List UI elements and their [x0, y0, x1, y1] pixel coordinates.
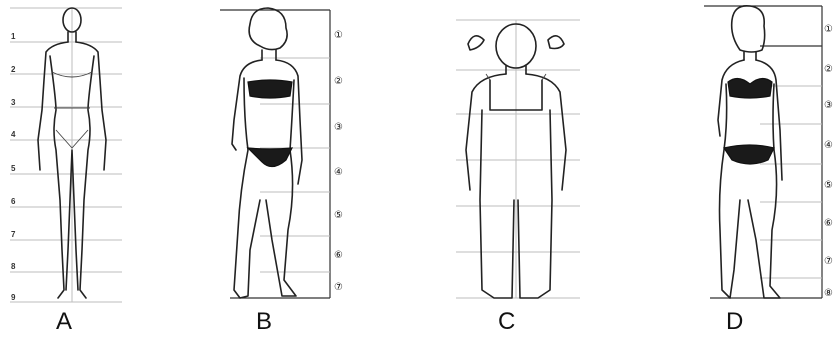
figure-label-a: A	[56, 308, 72, 336]
row-number: ⑦	[334, 282, 343, 293]
row-number: ③	[824, 100, 833, 111]
row-number: ③	[334, 122, 343, 133]
row-number: 2	[11, 65, 16, 74]
row-number: 8	[11, 262, 16, 271]
figure-outline	[718, 6, 782, 298]
figure-panel-c: C	[450, 0, 590, 338]
row-number: 1	[11, 32, 16, 41]
row-numbers: ① ② ③ ④ ⑤ ⑥ ⑦	[334, 30, 343, 293]
row-number: ⑥	[824, 218, 833, 229]
row-number: ⑧	[824, 288, 833, 299]
row-number: ⑤	[824, 180, 833, 191]
figure-panel-b: ① ② ③ ④ ⑤ ⑥ ⑦ B	[210, 0, 370, 338]
row-number: ②	[824, 64, 833, 75]
child-overalls-drawing	[450, 0, 590, 338]
figure-label-b: B	[256, 308, 272, 336]
grid-lines	[456, 20, 580, 298]
row-number: 4	[11, 130, 16, 139]
woman-swimsuit-drawing: ① ② ③ ④ ⑤ ⑥ ⑦ ⑧	[690, 0, 835, 338]
row-number: 3	[11, 98, 16, 107]
row-number: ⑤	[334, 210, 343, 221]
row-number: 9	[11, 293, 16, 302]
row-number: 7	[11, 230, 16, 239]
figure-label-c: C	[498, 308, 515, 336]
row-numbers: ① ② ③ ④ ⑤ ⑥ ⑦ ⑧	[824, 24, 833, 299]
row-number: ④	[334, 167, 343, 178]
figure-panel-a: 1 2 3 4 5 6 7 8 9 A	[0, 0, 130, 338]
row-number: ①	[824, 24, 833, 35]
figure-outline	[232, 8, 302, 298]
row-number: ②	[334, 76, 343, 87]
fashion-proportion-drawing: 1 2 3 4 5 6 7 8 9	[0, 0, 130, 338]
figure-label-d: D	[726, 308, 743, 336]
row-number: ⑥	[334, 250, 343, 261]
row-number: ④	[824, 140, 833, 151]
row-numbers: 1 2 3 4 5 6 7 8 9	[11, 32, 16, 302]
row-number: ⑦	[824, 256, 833, 267]
row-number: 6	[11, 197, 16, 206]
row-number: ①	[334, 30, 343, 41]
row-number: 5	[11, 164, 16, 173]
figure-panel-d: ① ② ③ ④ ⑤ ⑥ ⑦ ⑧ D	[690, 0, 835, 338]
girl-swimsuit-drawing: ① ② ③ ④ ⑤ ⑥ ⑦	[210, 0, 370, 338]
